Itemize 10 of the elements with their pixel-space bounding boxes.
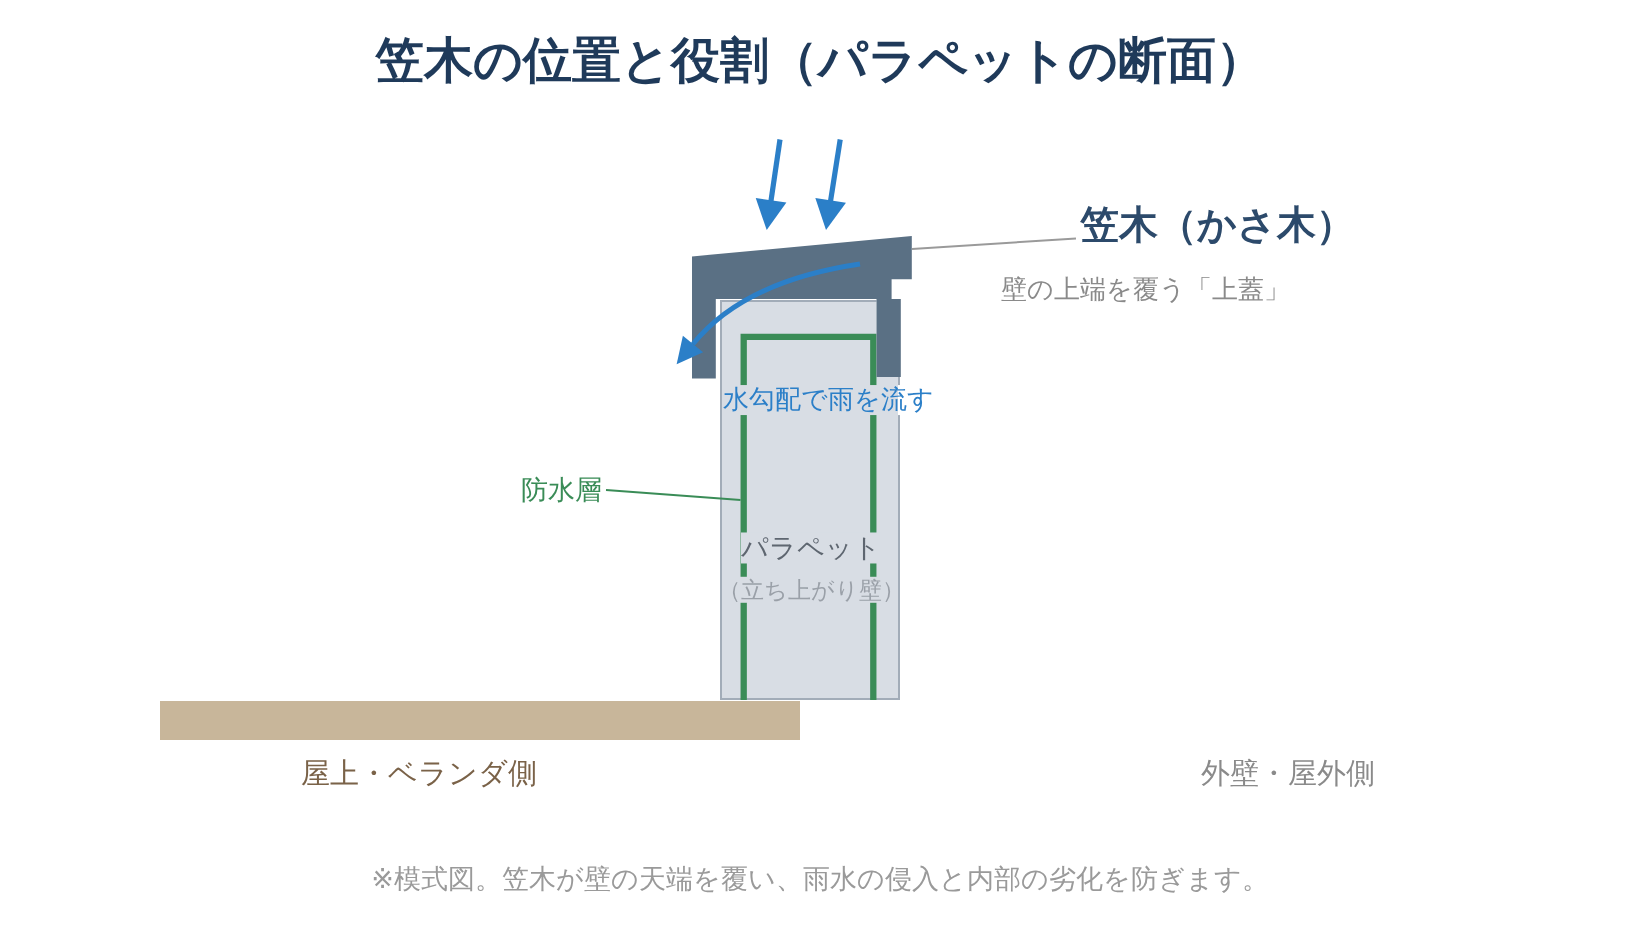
part-note: 壁の上端を覆う「上蓋」 bbox=[1001, 275, 1290, 305]
side-label: 外壁・屋外側 bbox=[1201, 757, 1375, 791]
side-label: 屋上・ベランダ側 bbox=[301, 757, 537, 791]
title: 笠木の位置と役割（パラペットの断面） bbox=[375, 32, 1265, 90]
caption: ※模式図。笠木が壁の天端を覆い、雨水の侵入と内部の劣化を防ぎます。 bbox=[371, 863, 1269, 895]
leader-line bbox=[605, 489, 742, 501]
layer-label: 防水層 bbox=[521, 474, 602, 506]
arrow-label: 水勾配で雨を流す bbox=[723, 385, 934, 415]
leader-line bbox=[911, 237, 1077, 250]
part-label: 笠木（かさ木） bbox=[1080, 202, 1355, 248]
